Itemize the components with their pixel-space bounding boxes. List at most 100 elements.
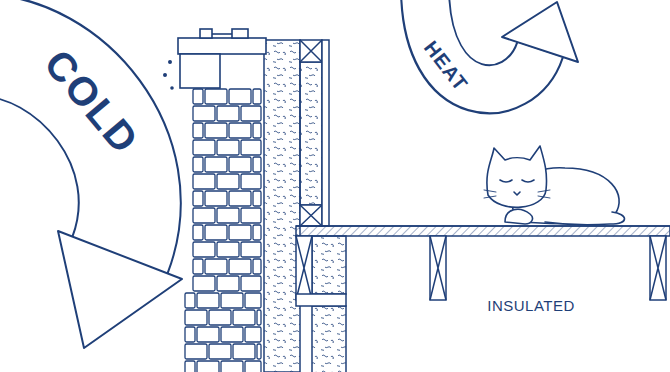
brick (257, 344, 261, 359)
wall-cap-part (200, 29, 212, 38)
wood-framing-part (296, 225, 670, 227)
wall-cap (164, 29, 266, 89)
brick (193, 157, 203, 172)
brick (229, 225, 251, 240)
cold-arrow-part (58, 231, 182, 348)
wall-cap-part (178, 38, 266, 54)
brick (241, 174, 261, 189)
wall-cap-part (232, 29, 248, 38)
wood-framing-part (322, 40, 329, 226)
brick (253, 191, 261, 206)
sleeping-cat (484, 146, 625, 225)
brick (253, 157, 261, 172)
wood-framing-part (300, 205, 322, 226)
brick (241, 276, 261, 291)
wood-framing-part (296, 226, 670, 236)
sleeping-cat-part (487, 146, 547, 207)
brick (193, 276, 215, 291)
brick (241, 106, 261, 121)
brick (193, 225, 203, 240)
brick (253, 89, 261, 104)
wall-cap-part (171, 87, 173, 89)
brick (205, 89, 227, 104)
wood-framing-part (430, 236, 446, 300)
brick (205, 123, 227, 138)
wood-framing-part (296, 236, 312, 300)
brick (185, 361, 195, 372)
brick (193, 123, 203, 138)
sleeping-cat-part (514, 192, 520, 195)
brick (205, 225, 227, 240)
brick (221, 361, 243, 372)
wall-cap-part (169, 61, 171, 63)
brick (229, 157, 251, 172)
brick (205, 259, 227, 274)
brick (217, 276, 239, 291)
brick (229, 191, 251, 206)
sleeping-cat-part (484, 190, 550, 198)
brick (229, 259, 251, 274)
brick (193, 191, 203, 206)
brick (245, 293, 261, 308)
brick (197, 327, 219, 342)
brick (193, 106, 215, 121)
caption-label: INSULATED (487, 298, 575, 313)
wood-framing-part (650, 236, 666, 300)
brick (229, 89, 251, 104)
sleeping-cat-part (500, 180, 534, 182)
brick (209, 344, 231, 359)
brick (197, 361, 219, 372)
wall-cap-part (180, 54, 220, 88)
insulation-part (264, 40, 300, 372)
brick (217, 140, 239, 155)
brick (185, 310, 207, 325)
brick (253, 225, 261, 240)
brick (193, 140, 215, 155)
brick-veneer (185, 89, 261, 372)
brick (217, 174, 239, 189)
brick (257, 310, 261, 325)
brick (241, 208, 261, 223)
brick (205, 157, 227, 172)
wood-framing (296, 40, 670, 306)
wall-cap-part (164, 74, 166, 76)
brick (185, 344, 207, 359)
wood-framing-part (300, 205, 322, 226)
brick (253, 259, 261, 274)
brick (209, 310, 231, 325)
wood-framing-part (430, 236, 446, 300)
brick (217, 242, 239, 257)
brick (221, 293, 243, 308)
brick (245, 327, 261, 342)
brick (233, 310, 255, 325)
brick (217, 208, 239, 223)
insulation-part (312, 236, 346, 294)
brick (233, 344, 255, 359)
brick (193, 242, 215, 257)
wood-framing-part (296, 294, 346, 306)
wall-cap-part (212, 33, 232, 35)
sleeping-cat-part (545, 212, 625, 225)
wood-framing-part (650, 236, 666, 300)
brick (197, 293, 219, 308)
brick (205, 191, 227, 206)
brick (185, 293, 195, 308)
insulation-part (312, 306, 346, 372)
sleeping-cat-part (505, 209, 532, 224)
wood-framing-part (300, 40, 322, 62)
brick (185, 327, 195, 342)
brick (229, 123, 251, 138)
brick (193, 89, 203, 104)
heat-arrow-part (502, 2, 578, 62)
brick (241, 242, 261, 257)
brick (245, 361, 261, 372)
wood-framing-part (300, 40, 322, 62)
brick (221, 327, 243, 342)
brick (193, 208, 215, 223)
brick (241, 140, 261, 155)
brick (217, 106, 239, 121)
brick (193, 174, 215, 189)
brick (193, 259, 203, 274)
